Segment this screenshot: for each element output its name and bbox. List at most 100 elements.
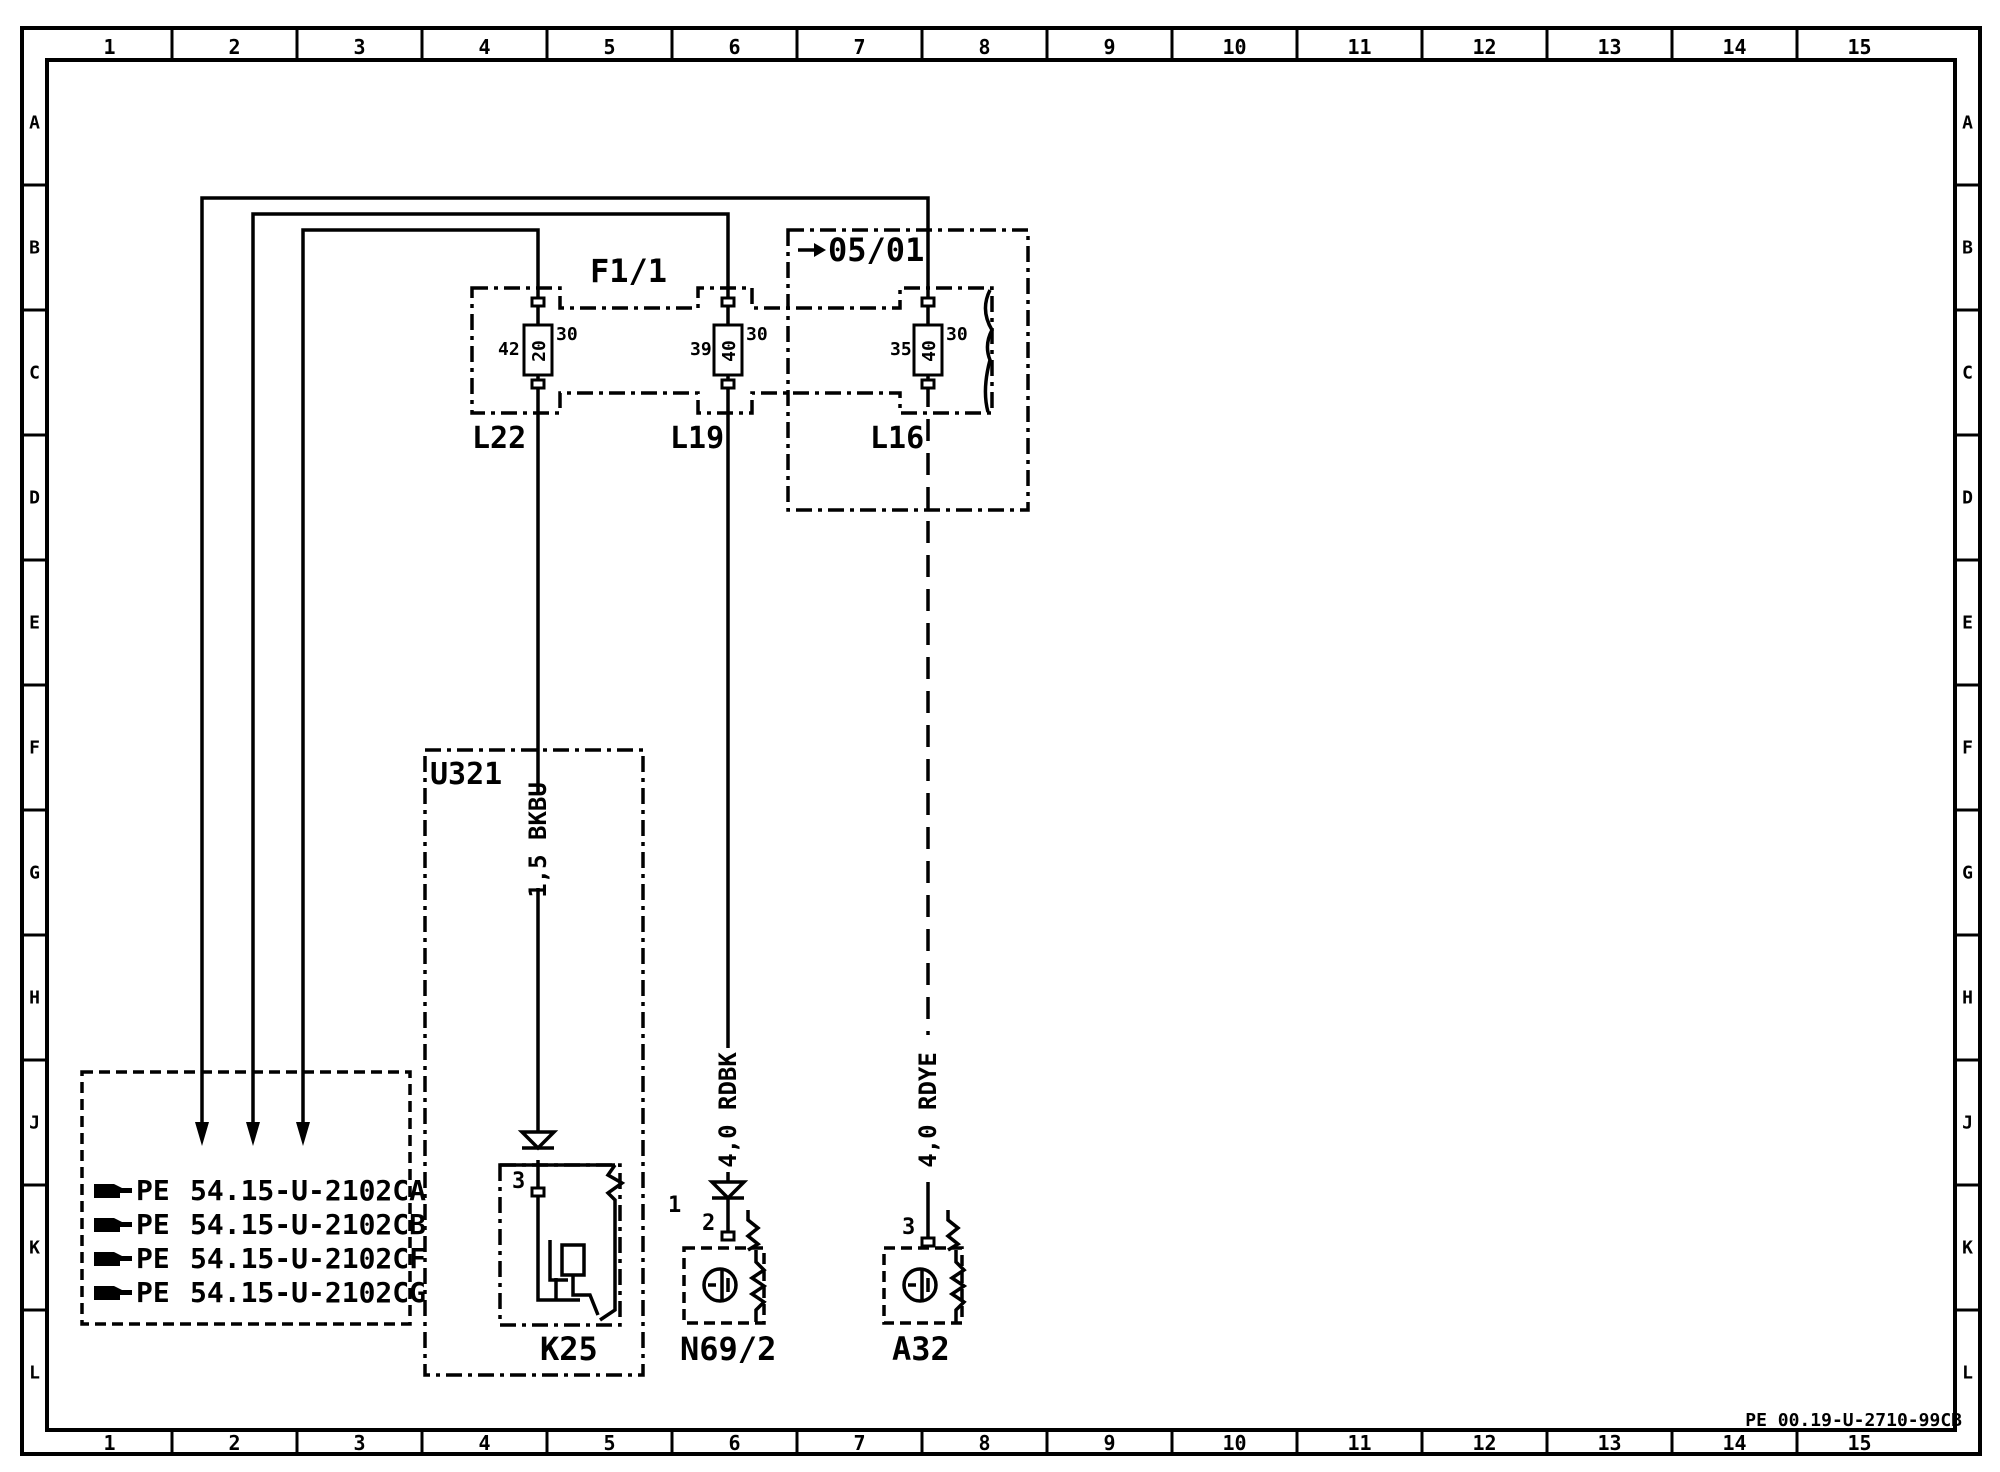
grid-row-label: E — [29, 613, 40, 634]
wires — [200, 196, 930, 1190]
grid-col-label: 12 — [1472, 1431, 1496, 1455]
grid-col-label: 2 — [228, 35, 240, 59]
grid-col-label: 10 — [1222, 1431, 1246, 1455]
grid-col-label: 15 — [1847, 35, 1871, 59]
component-n69-2 — [702, 1180, 768, 1322]
pointing-hand-icon — [94, 1252, 132, 1266]
fuse-l19-pin-out: 39 — [690, 339, 712, 360]
grid-row-label: E — [1962, 613, 1973, 634]
component-n69-2-pin-outer: 1 — [668, 1193, 681, 1218]
fuse-l22-pin-out: 42 — [498, 339, 520, 360]
component-a32-label: A32 — [892, 1330, 950, 1368]
pointing-hand-icon — [94, 1286, 132, 1300]
fuse-l19-label: L19 — [670, 421, 724, 456]
reference-prefix: PE — [136, 1242, 170, 1275]
grid-col-label: 6 — [728, 1431, 740, 1455]
reference-item[interactable]: PE 54.15-U-2102CA — [94, 1174, 426, 1207]
reference-code: 54.15-U-2102CF — [190, 1242, 426, 1275]
grid-col-label: 7 — [853, 35, 865, 59]
grid-col-label: 10 — [1222, 35, 1246, 59]
grid-col-label: 4 — [478, 1431, 490, 1455]
grid-row-label: L — [29, 1363, 40, 1384]
fuse-l22-pin-in: 30 — [556, 324, 578, 345]
grid-row-label: G — [1962, 863, 1973, 884]
reference-item[interactable]: PE 54.15-U-2102CB — [94, 1208, 426, 1241]
grid-row-label: D — [1962, 488, 1973, 509]
reference-prefix: PE — [136, 1208, 170, 1241]
grid-col-label: 13 — [1597, 35, 1621, 59]
ref-box-label: 05/01 — [828, 231, 924, 269]
grid-col-label: 3 — [353, 1431, 365, 1455]
fuse-l22-rating: 20 — [529, 340, 550, 362]
grid-row-label: L — [1962, 1363, 1973, 1384]
pointing-hand-icon — [94, 1184, 132, 1198]
relay-k25-pin: 3 — [512, 1169, 525, 1194]
grid-row-label: J — [29, 1113, 40, 1134]
module-f1-label: F1/1 — [590, 252, 667, 290]
continuation-break — [983, 289, 995, 413]
grid-col-label: 9 — [1103, 35, 1115, 59]
pointing-hand-icon — [94, 1218, 132, 1232]
grid-col-label: 15 — [1847, 1431, 1871, 1455]
fuse-l16-pin-out: 35 — [890, 339, 912, 360]
grid-col-label: 6 — [728, 35, 740, 59]
reference-code: 54.15-U-2102CG — [190, 1276, 426, 1309]
grid-ticks — [22, 28, 1980, 1454]
grid-row-label: C — [29, 363, 40, 384]
fuse-l19-rating: 40 — [719, 340, 740, 362]
grid-labels: 1122334455667788991010111112121313141415… — [29, 35, 1973, 1455]
grid-row-label: D — [29, 488, 40, 509]
grid-row-label: A — [1962, 113, 1973, 134]
component-n69-2-pin: 2 — [702, 1211, 715, 1236]
grid-col-label: 5 — [603, 35, 615, 59]
grid-col-label: 1 — [103, 35, 115, 59]
grid-col-label: 11 — [1347, 35, 1371, 59]
fuse-l16-pin-in: 30 — [946, 324, 968, 345]
reference-code: 54.15-U-2102CA — [190, 1174, 426, 1207]
fuse-l16-label: L16 — [870, 421, 924, 456]
fuse-l19: 40 30 39 L19 — [670, 296, 768, 456]
reference-list: PE 54.15-U-2102CA PE 54.15-U-2102CB PE 54.15-… — [94, 1174, 426, 1309]
grid-col-label: 4 — [478, 35, 490, 59]
grid-row-label: B — [29, 238, 40, 259]
reference-prefix: PE — [136, 1174, 170, 1207]
grid-col-label: 3 — [353, 35, 365, 59]
document-id: PE 00.19-U-2710-99CB — [1745, 1410, 1962, 1431]
reference-item[interactable]: PE 54.15-U-2102CG — [94, 1276, 426, 1309]
reference-prefix: PE — [136, 1276, 170, 1309]
grid-row-label: F — [29, 738, 40, 759]
grid-row-label: H — [29, 988, 40, 1009]
grid-row-label: H — [1962, 988, 1973, 1009]
component-a32-pin: 3 — [902, 1215, 915, 1240]
u321-label: U321 — [430, 757, 502, 792]
fuse-l16: 40 30 35 L16 — [870, 296, 968, 456]
reference-code: 54.15-U-2102CB — [190, 1208, 426, 1241]
reference-item[interactable]: PE 54.15-U-2102CF — [94, 1242, 426, 1275]
grid-col-label: 14 — [1722, 1431, 1746, 1455]
diagram-frame — [20, 26, 1982, 1456]
grid-col-label: 11 — [1347, 1431, 1371, 1455]
wire-label-k25: 1,5 BKBU — [524, 782, 552, 898]
fuse-l22: 20 30 42 L22 — [472, 296, 578, 456]
grid-row-label: C — [1962, 363, 1973, 384]
grid-row-label: K — [1962, 1238, 1973, 1259]
component-a32 — [902, 1210, 968, 1322]
module-outlines — [423, 228, 1030, 1377]
fuse-l22-label: L22 — [472, 421, 526, 456]
relay-k25-label: K25 — [540, 1330, 598, 1368]
relay-k25 — [500, 1130, 626, 1322]
grid-row-label: B — [1962, 238, 1973, 259]
grid-col-label: 8 — [978, 35, 990, 59]
reference-arrows — [195, 1122, 310, 1146]
grid-row-label: A — [29, 113, 40, 134]
grid-col-label: 9 — [1103, 1431, 1115, 1455]
wire-label-n69: 4,0 RDBK — [714, 1052, 742, 1168]
grid-row-label: G — [29, 863, 40, 884]
component-n69-2-label: N69/2 — [680, 1330, 776, 1368]
grid-col-label: 1 — [103, 1431, 115, 1455]
grid-col-label: 5 — [603, 1431, 615, 1455]
grid-col-label: 2 — [228, 1431, 240, 1455]
grid-col-label: 12 — [1472, 35, 1496, 59]
fuse-l19-pin-in: 30 — [746, 324, 768, 345]
